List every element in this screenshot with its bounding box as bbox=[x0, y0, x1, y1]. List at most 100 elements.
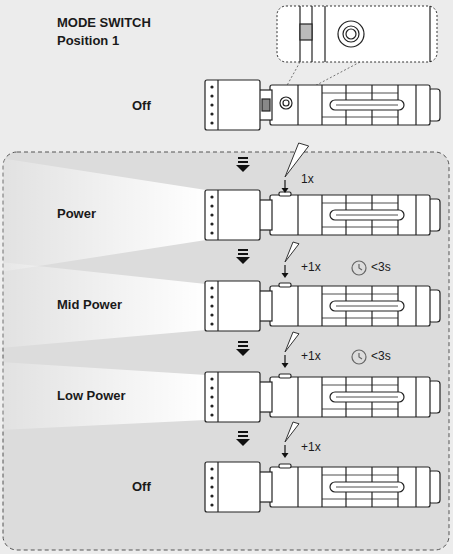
drawing-stroke bbox=[217, 190, 218, 240]
drawing-stroke bbox=[270, 85, 430, 125]
drawing-stroke bbox=[297, 195, 298, 235]
press-count: +1x bbox=[301, 261, 321, 275]
sequence-arrow bbox=[236, 249, 250, 264]
drawing-stroke bbox=[270, 377, 430, 417]
drawing-stroke bbox=[262, 99, 270, 111]
drawing-stroke bbox=[279, 283, 291, 287]
drawing-stroke bbox=[321, 85, 322, 125]
drawing-stroke bbox=[210, 222, 213, 225]
flashlight bbox=[205, 190, 440, 240]
mode-label: Low Power bbox=[57, 389, 126, 404]
drawing-stroke bbox=[210, 121, 213, 124]
drawing-stroke bbox=[270, 286, 430, 326]
drawing-stroke bbox=[210, 395, 213, 398]
light-beam bbox=[0, 158, 206, 272]
drawing-stroke bbox=[205, 281, 260, 331]
drawing-stroke bbox=[284, 355, 285, 364]
drawing-stroke bbox=[297, 286, 298, 326]
drawing-stroke bbox=[238, 161, 248, 163]
drawing-stroke bbox=[238, 431, 248, 433]
drawing-stroke bbox=[280, 97, 292, 109]
drawing-stroke bbox=[282, 188, 289, 193]
sequence-arrow bbox=[236, 431, 250, 446]
drawing-stroke bbox=[259, 291, 272, 321]
drawing-stroke bbox=[210, 195, 213, 198]
drawing-stroke bbox=[321, 377, 322, 417]
drawing-stroke bbox=[210, 322, 213, 325]
time-limit: <3s bbox=[371, 350, 391, 364]
drawing-stroke bbox=[210, 377, 213, 380]
drawing-stroke bbox=[210, 413, 213, 416]
drawing-stroke bbox=[284, 265, 285, 274]
drawing-stroke bbox=[210, 503, 213, 506]
drawing-stroke bbox=[205, 80, 260, 130]
sequence-region bbox=[3, 152, 449, 550]
drawing-stroke bbox=[359, 264, 362, 270]
drawing-stroke bbox=[322, 93, 398, 94]
drawing-stroke bbox=[210, 494, 213, 497]
drawing-stroke bbox=[236, 439, 250, 446]
drawing-stroke bbox=[322, 409, 398, 410]
drawing-stroke bbox=[210, 286, 213, 289]
flashlight bbox=[205, 372, 440, 422]
drawing-stroke bbox=[285, 143, 309, 177]
drawing-stroke bbox=[322, 318, 398, 319]
press-pointer bbox=[282, 422, 300, 458]
drawing-stroke bbox=[279, 374, 291, 378]
drawing-stroke bbox=[297, 467, 298, 507]
drawing-stroke bbox=[285, 242, 299, 262]
clock-icon bbox=[352, 261, 366, 275]
press-count: +1x bbox=[301, 441, 321, 455]
drawing-stroke bbox=[205, 462, 260, 512]
drawing-stroke bbox=[330, 482, 404, 492]
drawing-stroke bbox=[415, 195, 416, 235]
drawing-stroke bbox=[259, 90, 272, 120]
drawing-stroke bbox=[259, 472, 272, 502]
drawing-stroke bbox=[336, 487, 398, 488]
drawing-stroke bbox=[283, 100, 289, 106]
drawing-stroke bbox=[210, 204, 213, 207]
drawing-stroke bbox=[210, 112, 213, 115]
state-label: Off bbox=[132, 480, 151, 495]
drawing-stroke bbox=[285, 332, 299, 352]
drawing-stroke bbox=[415, 85, 416, 125]
drawing-stroke bbox=[322, 475, 398, 476]
drawing-stroke bbox=[322, 227, 398, 228]
drawing-stroke bbox=[359, 353, 362, 359]
drawing-stroke bbox=[330, 100, 404, 110]
drawing-stroke bbox=[415, 467, 416, 507]
drawing-stroke bbox=[210, 485, 213, 488]
drawing-stroke bbox=[279, 464, 291, 468]
drawing-stroke bbox=[238, 253, 248, 255]
light-beam bbox=[0, 262, 206, 348]
drawing-stroke bbox=[284, 180, 285, 189]
drawing-stroke bbox=[210, 313, 213, 316]
drawing-stroke bbox=[210, 94, 213, 97]
drawing-stroke bbox=[336, 105, 398, 106]
drawing-stroke bbox=[210, 404, 213, 407]
drawing-stroke bbox=[236, 165, 250, 172]
drawing-stroke bbox=[259, 200, 272, 230]
drawing-stroke bbox=[282, 363, 289, 368]
drawing-stroke bbox=[236, 349, 250, 356]
press-pointer bbox=[282, 332, 300, 368]
diagram-title: MODE SWITCH Position 1 bbox=[57, 14, 169, 49]
drawing-stroke bbox=[270, 467, 430, 507]
drawing-stroke bbox=[322, 294, 398, 295]
drawing-stroke bbox=[330, 392, 404, 402]
drawing-stroke bbox=[210, 213, 213, 216]
drawing-stroke bbox=[415, 286, 416, 326]
drawing-stroke bbox=[415, 377, 416, 417]
drawing-stroke bbox=[297, 85, 298, 125]
drawing-stroke bbox=[217, 281, 218, 331]
drawing-stroke bbox=[321, 195, 322, 235]
drawing-stroke bbox=[282, 273, 289, 278]
drawing-stroke bbox=[330, 301, 404, 311]
press-pointer bbox=[282, 242, 300, 278]
drawing-stroke bbox=[210, 304, 213, 307]
drawing-stroke bbox=[336, 215, 398, 216]
drawing-stroke bbox=[210, 295, 213, 298]
flashlight bbox=[205, 80, 440, 130]
